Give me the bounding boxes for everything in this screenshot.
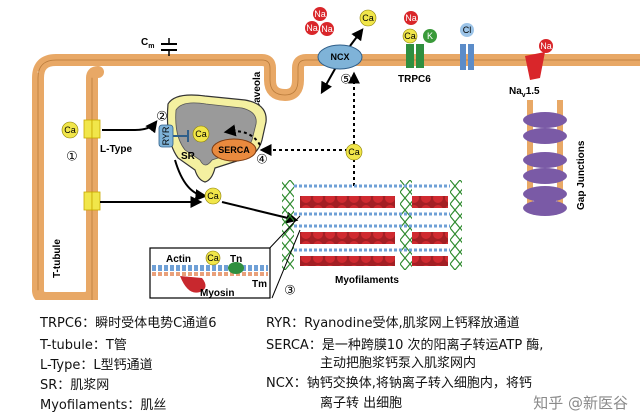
svg-text:Ca: Ca — [362, 13, 374, 23]
trpc6-label: TRPC6 — [398, 74, 431, 85]
legend-left-1: TRPC6：瞬时受体电势C通道6 — [40, 316, 217, 331]
calcium-handling-diagram: Cm Caveola L-Type Ca ① T-tubule SR ② RYR… — [32, 7, 640, 300]
tm-label: Tm — [252, 279, 267, 290]
na-ion-group: Na Na Na — [305, 7, 334, 36]
watermark: 知乎 @新医谷 — [533, 394, 628, 412]
serca-label: SERCA — [218, 145, 250, 155]
actin-myosin-inset: Ca Actin Tn Tm Myosin — [149, 215, 301, 299]
svg-text:Na: Na — [540, 41, 552, 51]
svg-text:Cl: Cl — [463, 25, 472, 35]
ryr-label: RYR — [161, 126, 171, 145]
svg-text:Ca: Ca — [207, 253, 219, 263]
myofilaments-label: Myofilaments — [335, 275, 399, 286]
svg-text:K: K — [427, 31, 433, 41]
svg-text:Cm: Cm — [141, 37, 154, 50]
actin-label: Actin — [166, 254, 191, 265]
legend-left-4: SR：肌浆网 — [40, 378, 110, 393]
gap-junctions — [523, 100, 567, 216]
ca-ion: Ca — [61, 121, 79, 139]
ncx-exchanger — [317, 44, 363, 70]
nav-version: 1.5 — [526, 86, 540, 97]
ryr-channel — [158, 124, 189, 148]
legend-left-5: Myofilaments：肌丝 — [40, 398, 167, 413]
step-4-marker: ④ — [256, 153, 268, 168]
gap-junctions-label: Gap Junctions — [576, 140, 587, 210]
tn-label: Tn — [230, 254, 242, 265]
cl-channel: Cl — [460, 23, 474, 70]
nav15-channel: Na — [525, 39, 553, 80]
svg-text:Nav1.5: Nav1.5 — [509, 86, 540, 99]
svg-text:Ca: Ca — [207, 191, 219, 201]
nav-subscript: v — [522, 92, 526, 99]
svg-text:Na: Na — [405, 13, 417, 23]
sarcoplasmic-reticulum — [166, 94, 267, 183]
caveola-label: Caveola — [252, 71, 263, 110]
step-2-marker: ② — [156, 110, 168, 125]
svg-text:Ca: Ca — [348, 147, 360, 157]
ca-ion-reuptake: Ca — [345, 143, 363, 161]
l-type-channel-lower — [83, 191, 101, 211]
svg-text:Na: Na — [314, 9, 326, 19]
l-type-channel — [83, 119, 101, 139]
ncx-label: NCX — [330, 52, 349, 62]
nav-label: Na — [509, 86, 522, 97]
svg-text:Ca: Ca — [195, 129, 207, 139]
ca-ion-sr: Ca — [192, 125, 210, 143]
svg-text:Na: Na — [321, 24, 333, 34]
ca-ion-extracellular: Ca — [359, 9, 377, 27]
serca-pump — [211, 138, 257, 162]
trpc6-channel: Na Ca K — [402, 11, 437, 68]
legend-right-5: 离子转 出细胞 — [320, 396, 403, 411]
legend-left-2: T-tubule：T管 — [40, 338, 127, 353]
myofilaments — [282, 180, 462, 270]
legend-right-1: RYR：Ryanodine受体,肌浆网上钙释放通道 — [266, 316, 520, 331]
legend-right-3: 主动把胞浆钙泵入肌浆网内 — [320, 356, 477, 371]
capacitance-symbol: Cm — [141, 37, 177, 56]
svg-text:Ca: Ca — [64, 125, 76, 135]
sr-label: SR — [181, 151, 196, 162]
myosin-label: Myosin — [200, 288, 234, 299]
legend: TRPC6：瞬时受体电势C通道6 T-tubule：T管 L-Type：L型钙通… — [0, 300, 640, 419]
step-3-marker: ③ — [284, 284, 296, 299]
ca-ion-cytosol: Ca — [204, 187, 222, 205]
legend-left-3: L-Type：L型钙通道 — [40, 358, 153, 373]
svg-text:Ca: Ca — [404, 31, 416, 41]
legend-right-2: SERCA：是一种跨膜10 次的阳离子转运ATP 酶, — [266, 338, 544, 353]
step-5-marker: ⑤ — [340, 73, 352, 88]
cm-label: C — [141, 37, 148, 48]
legend-right-4: NCX：钠钙交换体,将钠离子转入细胞内，将钙 — [266, 376, 532, 391]
cm-subscript: m — [148, 43, 154, 50]
cell-membrane — [32, 54, 640, 300]
svg-text:Na: Na — [306, 23, 318, 33]
l-type-label: L-Type — [100, 144, 132, 155]
step-1-marker: ① — [66, 150, 78, 165]
t-tubule-label: T-tubule — [52, 239, 63, 278]
